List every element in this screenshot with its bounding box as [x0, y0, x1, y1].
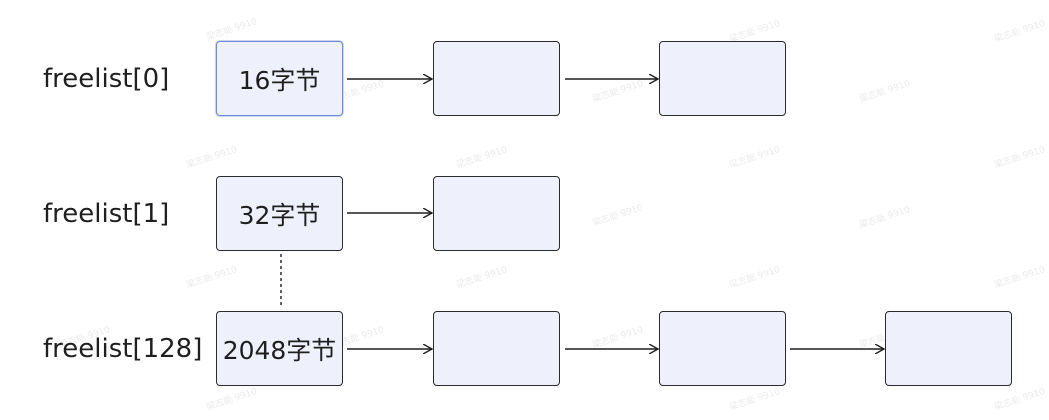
- freelist-0-block-1[interactable]: [433, 41, 560, 116]
- freelist-128-label: freelist[128]: [43, 334, 203, 364]
- freelist-0-label: freelist[0]: [43, 64, 170, 94]
- freelist-128-block-1[interactable]: [433, 311, 560, 386]
- freelist-1-block-1[interactable]: [433, 176, 560, 251]
- freelist-128-block-2[interactable]: [659, 311, 786, 386]
- freelist-0-block-2[interactable]: [659, 41, 786, 116]
- freelist-1-head-node[interactable]: 32字节: [216, 176, 343, 251]
- freelist-128-block-3[interactable]: [885, 311, 1012, 386]
- freelist-1-label: freelist[1]: [43, 199, 170, 229]
- freelist-128-head-node[interactable]: 2048字节: [216, 311, 343, 386]
- freelist-0-head-node[interactable]: 16字节: [216, 41, 343, 116]
